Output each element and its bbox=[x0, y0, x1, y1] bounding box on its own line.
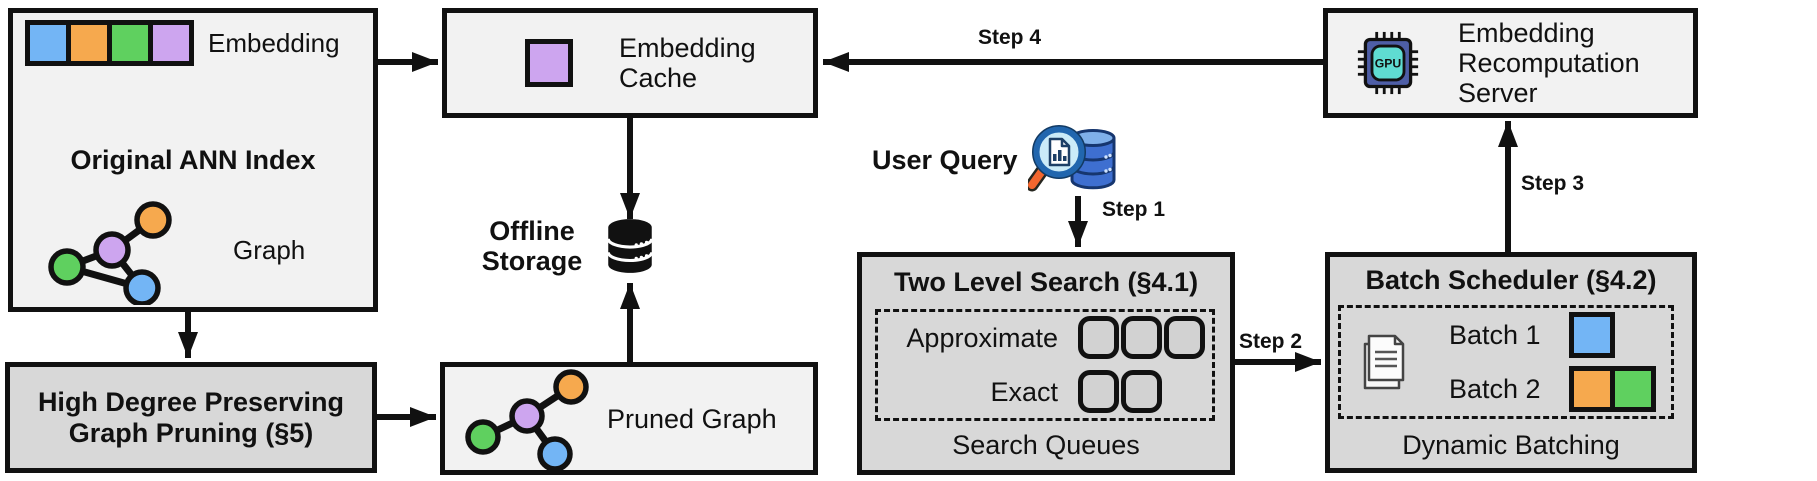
exact-queue-icons bbox=[1078, 370, 1162, 413]
offline-storage-icon bbox=[606, 219, 654, 273]
approximate-label: Approximate bbox=[906, 322, 1058, 353]
user-query-icon bbox=[1027, 125, 1116, 192]
offline-storage-group: Offline Storage bbox=[474, 216, 656, 276]
step3-label: Step 3 bbox=[1521, 172, 1585, 195]
pruned-graph-box: Pruned Graph bbox=[440, 362, 818, 475]
graph-pruning-box: High Degree Preserving Graph Pruning (§5… bbox=[5, 362, 377, 473]
batch1-row: Batch 1 bbox=[1449, 312, 1615, 358]
queue-slot-icon bbox=[1121, 316, 1162, 359]
two-level-search-box: Two Level Search (§4.1) Approximate Exac… bbox=[857, 252, 1235, 475]
dynamic-batching-panel: Batch 1 Batch 2 bbox=[1338, 305, 1674, 419]
pruned-graph-icon bbox=[465, 369, 589, 470]
pruned-graph-label: Pruned Graph bbox=[607, 403, 777, 434]
graph-pruning-label: High Degree Preserving Graph Pruning (§5… bbox=[37, 386, 345, 448]
embedding-strip-row: Embedding bbox=[25, 20, 340, 66]
recomputation-server-box: GPU Embedding Recomputation Server bbox=[1323, 8, 1698, 118]
embedding-cell-blue bbox=[30, 25, 66, 61]
queue-slot-icon bbox=[1078, 370, 1119, 413]
magnifier-icon bbox=[1027, 125, 1086, 192]
batch2-green-square bbox=[1610, 366, 1656, 412]
original-ann-index-box: Embedding Original ANN Index Graph bbox=[8, 8, 378, 312]
queue-slot-icon bbox=[1121, 370, 1162, 413]
offline-storage-label: Offline Storage bbox=[481, 216, 583, 276]
embedding-cell-purple bbox=[153, 25, 189, 61]
graph-label: Graph bbox=[233, 235, 306, 265]
batch2-label: Batch 2 bbox=[1449, 374, 1541, 404]
batch2-row: Batch 2 bbox=[1449, 366, 1656, 412]
approximate-row: Approximate bbox=[886, 316, 1205, 359]
embedding-cell-green bbox=[112, 25, 148, 61]
embedding-cache-box: Embedding Cache bbox=[442, 8, 818, 118]
step4-label: Step 4 bbox=[978, 26, 1042, 49]
exact-row: Exact bbox=[886, 370, 1162, 413]
graph-row: Graph bbox=[45, 195, 305, 305]
batch2-orange-square bbox=[1569, 366, 1615, 412]
user-query-label: User Query bbox=[872, 145, 1018, 175]
search-queues-panel: Approximate Exact bbox=[875, 309, 1215, 421]
gpu-chip-icon: GPU bbox=[1357, 31, 1419, 95]
ann-index-title: Original ANN Index bbox=[70, 145, 316, 175]
queue-slot-icon bbox=[1164, 316, 1205, 359]
embedding-vector-icon bbox=[25, 20, 194, 66]
batch1-blue-square bbox=[1569, 312, 1615, 358]
embedding-label: Embedding bbox=[208, 28, 340, 58]
user-query-group: User Query bbox=[872, 118, 1120, 202]
gpu-chip-text: GPU bbox=[1375, 57, 1402, 71]
dynamic-batching-caption: Dynamic Batching bbox=[1402, 430, 1620, 460]
step2-label: Step 2 bbox=[1239, 330, 1303, 353]
embedding-cell-orange bbox=[71, 25, 107, 61]
batch-scheduler-box: Batch Scheduler (§4.2) Batch 1 Batch 2 bbox=[1325, 252, 1697, 473]
cached-embedding-icon bbox=[525, 39, 573, 87]
search-queues-caption: Search Queues bbox=[952, 430, 1140, 460]
graph-icon bbox=[48, 201, 172, 305]
embedding-cache-label: Embedding Cache bbox=[619, 33, 756, 93]
recomputation-server-label: Embedding Recomputation Server bbox=[1458, 18, 1640, 108]
batch-scheduler-title: Batch Scheduler (§4.2) bbox=[1365, 265, 1657, 295]
approximate-queue-icons bbox=[1078, 316, 1205, 359]
step1-label: Step 1 bbox=[1102, 198, 1166, 221]
documents-icon bbox=[1363, 334, 1405, 390]
exact-label: Exact bbox=[990, 376, 1058, 407]
two-level-search-title: Two Level Search (§4.1) bbox=[893, 267, 1199, 297]
queue-slot-icon bbox=[1078, 316, 1119, 359]
batch1-label: Batch 1 bbox=[1449, 320, 1541, 350]
